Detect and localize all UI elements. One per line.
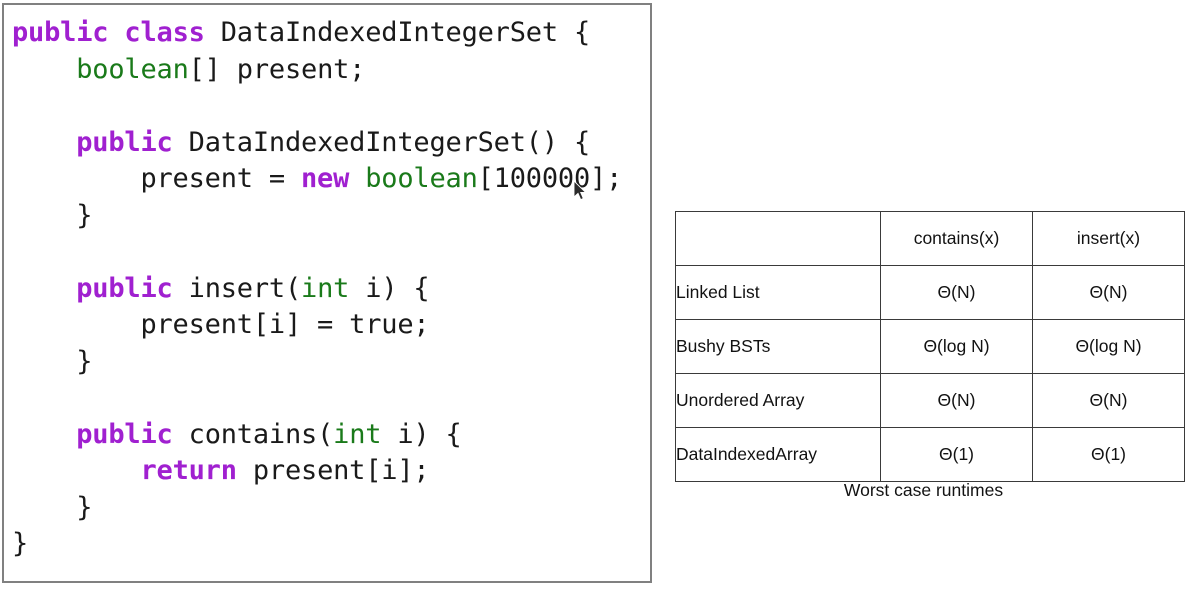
table-header-row: contains(x) insert(x) <box>675 211 1185 266</box>
cell-linked-list-insert: Θ(N) <box>1032 265 1185 320</box>
code-token-typ: int <box>301 272 350 304</box>
cell-unordered-array-insert: Θ(N) <box>1032 373 1185 428</box>
code-token-kw: public <box>76 272 173 304</box>
code-line: return present[i]; <box>12 453 622 490</box>
code-token-pln: insert( <box>172 272 302 304</box>
table-row: Unordered Array Θ(N) Θ(N) <box>675 373 1185 428</box>
table-row: Bushy BSTs Θ(log N) Θ(log N) <box>675 319 1185 374</box>
cell-linked-list-contains: Θ(N) <box>880 265 1033 320</box>
code-line: } <box>12 198 622 235</box>
code-token-pln <box>349 163 365 194</box>
code-line <box>12 88 622 125</box>
code-token-kw: return <box>140 455 237 486</box>
code-token-pln: i) { <box>349 272 430 304</box>
code-token-pln <box>12 455 140 486</box>
code-token-pln: } <box>12 491 93 523</box>
runtime-table-panel: contains(x) insert(x) Linked List Θ(N) Θ… <box>675 211 1185 482</box>
cell-unordered-array-contains: Θ(N) <box>880 373 1033 428</box>
code-token-kw: new <box>301 163 350 194</box>
code-token-pln: i) { <box>381 418 462 450</box>
table-caption: Worst case runtimes <box>843 480 1004 500</box>
cell-bushy-bsts-contains: Θ(log N) <box>880 319 1033 374</box>
code-token-pln: [100000]; <box>477 163 623 194</box>
cell-dataindexedarray-contains: Θ(1) <box>880 427 1033 482</box>
runtime-table-body: contains(x) insert(x) Linked List Θ(N) Θ… <box>675 211 1185 482</box>
table-row: Linked List Θ(N) Θ(N) <box>675 265 1185 320</box>
code-line: public DataIndexedIntegerSet() { <box>12 125 622 162</box>
code-token-kw: class <box>124 17 205 48</box>
code-line <box>12 234 622 271</box>
code-token-pln: present[i]; <box>236 455 430 486</box>
code-line: } <box>12 490 622 527</box>
code-token-kw: public <box>12 17 109 48</box>
cell-bushy-bsts-insert: Θ(log N) <box>1032 319 1185 374</box>
code-token-pln: present[i] = true; <box>12 309 430 340</box>
code-panel: public class DataIndexedIntegerSet { boo… <box>2 3 652 583</box>
code-token-pln <box>12 54 76 85</box>
code-token-pln: } <box>12 345 93 377</box>
code-listing[interactable]: public class DataIndexedIntegerSet { boo… <box>12 15 622 563</box>
code-line: } <box>12 526 622 563</box>
code-token-pln: } <box>12 528 29 559</box>
code-line: public insert(int i) { <box>12 271 622 308</box>
code-token-pln: contains( <box>172 418 334 450</box>
code-token-pln <box>12 419 76 450</box>
row-label-linked-list: Linked List <box>675 265 881 320</box>
row-label-dataindexedarray: DataIndexedArray <box>675 427 881 482</box>
code-token-typ: boolean <box>365 163 478 194</box>
code-token-kw: public <box>76 418 173 450</box>
code-line: public class DataIndexedIntegerSet { <box>12 15 622 52</box>
code-token-pln <box>108 17 124 48</box>
code-token-pln: [] present; <box>188 53 366 85</box>
code-token-pln: DataIndexedIntegerSet { <box>204 17 591 48</box>
code-token-typ: int <box>333 418 382 450</box>
code-line <box>12 380 622 417</box>
code-line: } <box>12 344 622 381</box>
table-corner-cell <box>675 211 881 266</box>
code-line: boolean[] present; <box>12 52 622 89</box>
row-label-bushy-bsts: Bushy BSTs <box>675 319 881 374</box>
code-token-pln: present = <box>12 163 301 194</box>
code-token-pln: } <box>12 199 93 231</box>
column-header-insert: insert(x) <box>1032 211 1185 266</box>
column-header-contains: contains(x) <box>880 211 1033 266</box>
code-line: present = new boolean[100000]; <box>12 161 622 198</box>
code-token-pln <box>12 127 76 158</box>
code-token-typ: boolean <box>76 53 189 85</box>
runtime-table: contains(x) insert(x) Linked List Θ(N) Θ… <box>675 211 1185 482</box>
row-label-unordered-array: Unordered Array <box>675 373 881 428</box>
code-token-kw: public <box>76 126 173 158</box>
code-token-pln: DataIndexedIntegerSet() { <box>172 126 591 158</box>
code-line: public contains(int i) { <box>12 417 622 454</box>
code-line: present[i] = true; <box>12 307 622 344</box>
code-token-pln <box>12 273 76 304</box>
cell-dataindexedarray-insert: Θ(1) <box>1032 427 1185 482</box>
table-row: DataIndexedArray Θ(1) Θ(1) <box>675 427 1185 482</box>
